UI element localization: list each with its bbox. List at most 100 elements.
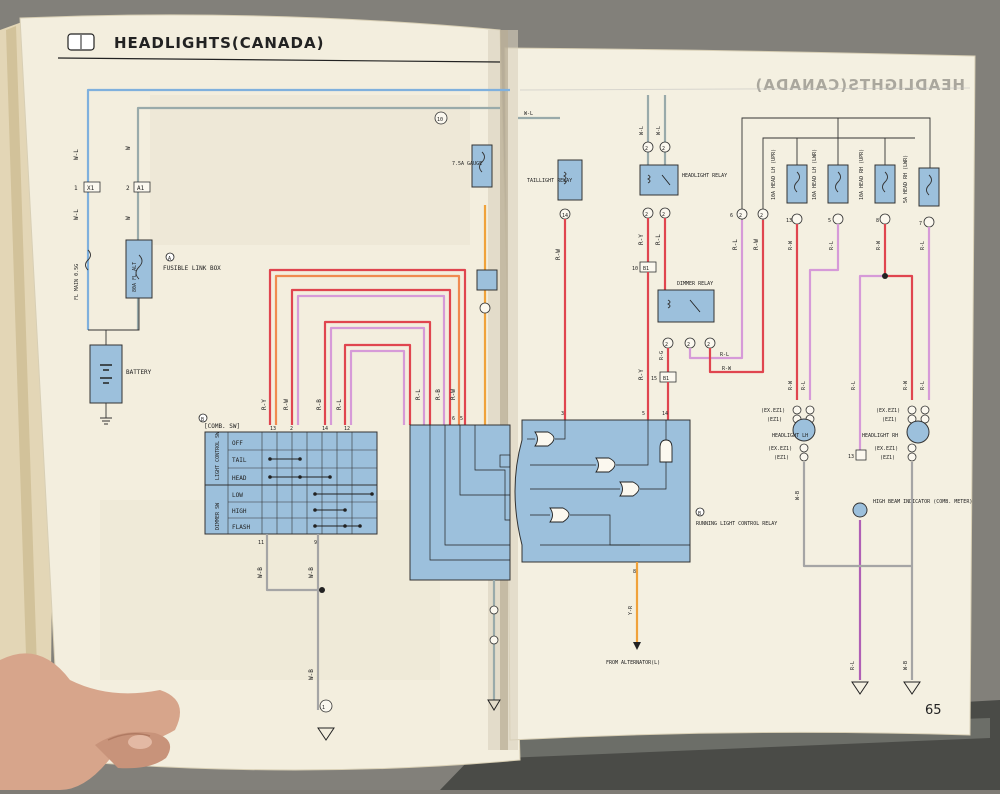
wire-r-y: [268, 268, 467, 425]
dimmer-relay: [657, 289, 715, 323]
svg-text:W-L: W-L: [73, 209, 80, 220]
connector-a1: [133, 181, 151, 193]
svg-text:FLASH: FLASH: [232, 524, 250, 531]
svg-text:R-W: R-W: [753, 239, 760, 250]
svg-text:R-W: R-W: [283, 399, 290, 410]
svg-text:R-Y: R-Y: [638, 369, 645, 380]
taillight-relay-label: TAILLIGHT RELAY: [527, 178, 572, 184]
high-beam-indicator: [852, 502, 868, 518]
headlight-relay-label: HEADLIGHT RELAY: [682, 173, 727, 179]
svg-text:A1: A1: [137, 185, 145, 192]
hand: [0, 653, 180, 790]
svg-text:1: 1: [74, 185, 78, 192]
svg-text:10: 10: [437, 117, 443, 123]
svg-text:15: 15: [651, 376, 657, 382]
svg-text:5: 5: [642, 411, 645, 417]
svg-text:LIGHT CONTROL SW: LIGHT CONTROL SW: [215, 431, 221, 480]
svg-text:5: 5: [828, 218, 831, 224]
svg-text:B1: B1: [643, 266, 649, 272]
svg-text:2: 2: [662, 212, 665, 218]
svg-text:R-L: R-L: [801, 381, 807, 390]
high-beam-label: HIGH BEAM INDICATOR (COMB. METER): [873, 499, 972, 505]
svg-text:TAIL: TAIL: [232, 457, 247, 464]
svg-text:W-L: W-L: [524, 111, 533, 117]
svg-text:FL MAIN 0.5G: FL MAIN 0.5G: [74, 264, 80, 300]
running-light-relay-left: [409, 424, 511, 581]
svg-text:W-L: W-L: [639, 126, 645, 135]
svg-text:R-L: R-L: [720, 352, 729, 358]
svg-text:2: 2: [126, 185, 130, 192]
svg-text:DIMMER SW: DIMMER SW: [215, 502, 221, 530]
svg-text:(EX.EZ1): (EX.EZ1): [768, 446, 792, 452]
svg-text:2: 2: [290, 426, 293, 432]
svg-text:11: 11: [258, 540, 264, 546]
svg-text:2: 2: [665, 342, 668, 348]
svg-text:14: 14: [662, 411, 668, 417]
svg-text:(EZ1): (EZ1): [767, 417, 782, 423]
svg-text:10A HEAD LH (LWR): 10A HEAD LH (LWR): [812, 149, 818, 200]
svg-text:R-W: R-W: [722, 366, 732, 372]
svg-text:R-L: R-L: [850, 661, 856, 670]
wire-w-b-headlights: [802, 462, 914, 680]
headlight-lh-label: HEADLIGHT LH: [772, 433, 808, 439]
svg-text:1: 1: [322, 705, 325, 711]
wire-r-y-headlight: [646, 218, 667, 290]
wire-r-l: [343, 343, 412, 425]
headlight-lh: (EX.EZ1) (EZ1) HEADLIGHT LH (EX.EZ1) (EZ…: [761, 405, 816, 462]
page-title: HEADLIGHTS(CANADA): [57, 33, 501, 63]
connector-b1-indicator: [855, 449, 867, 461]
svg-text:(EZ1): (EZ1): [774, 455, 789, 461]
headlight-rh-label: HEADLIGHT RH: [862, 433, 898, 439]
svg-text:R-L: R-L: [920, 241, 926, 250]
svg-text:2: 2: [645, 146, 648, 152]
svg-text:B1: B1: [663, 376, 669, 382]
svg-text:7: 7: [919, 221, 922, 227]
svg-text:9: 9: [314, 540, 317, 546]
svg-text:R-L: R-L: [655, 234, 662, 245]
wire-r-w-dimmer: [708, 220, 765, 374]
comb-switch: [COMB. SW] B OFF TAIL HEAD LOW HIGH FLAS…: [198, 413, 378, 546]
svg-text:R-L: R-L: [851, 381, 857, 390]
svg-text:14: 14: [322, 426, 328, 432]
headlight-rh: (EX.EZ1) (EZ1) HEADLIGHT RH (EX.EZ1) (EZ…: [862, 405, 930, 462]
svg-text:R-W: R-W: [555, 249, 562, 260]
dimmer-relay-label: DIMMER RELAY: [677, 281, 713, 287]
svg-text:R-Y: R-Y: [638, 234, 645, 245]
svg-text:W: W: [125, 146, 132, 150]
svg-text:W-L: W-L: [73, 149, 80, 160]
wire-w-b-ground: [265, 534, 322, 710]
gauge-fuse: [471, 144, 493, 188]
svg-text:W-B: W-B: [308, 669, 315, 680]
svg-text:(EX.EZ1): (EX.EZ1): [874, 446, 898, 452]
svg-text:W-B: W-B: [308, 567, 315, 578]
from-alternator-label: FROM ALTERNATOR(L): [606, 660, 660, 666]
svg-text:R-W: R-W: [876, 240, 882, 250]
wire-r-b: [323, 320, 432, 425]
wire-r-w-rh: [883, 224, 914, 400]
page-number: 65: [925, 703, 942, 718]
svg-text:(EZ1): (EZ1): [880, 455, 895, 461]
svg-text:R-B: R-B: [435, 389, 442, 400]
taillight-relay: [557, 159, 583, 201]
comb-sw-label: [COMB. SW]: [204, 423, 240, 430]
svg-text:LOW: LOW: [232, 492, 243, 499]
svg-text:R-W: R-W: [450, 389, 457, 400]
svg-text:W-B: W-B: [257, 567, 264, 578]
svg-text:Y-R: Y-R: [628, 605, 634, 615]
svg-text:8: 8: [876, 218, 879, 224]
svg-text:5A HEAD RH (LWR): 5A HEAD RH (LWR): [903, 155, 909, 203]
fusible-link-box: [125, 239, 153, 299]
svg-text:8: 8: [633, 569, 636, 575]
running-light-control-relay: 3 5 14 B RUNNING LIGHT CONTROL RELAY: [514, 411, 777, 563]
svg-text:R-L: R-L: [336, 399, 343, 410]
fusible-link-box-label: FUSIBLE LINK BOX: [163, 265, 221, 272]
svg-text:R-L: R-L: [920, 381, 926, 390]
svg-text:R-W: R-W: [903, 380, 909, 390]
connector-10: [434, 111, 448, 125]
svg-text:(EX.EZ1): (EX.EZ1): [876, 408, 900, 414]
wire-r-l-dimmer: [688, 220, 744, 360]
svg-text:R-L: R-L: [415, 389, 422, 400]
svg-text:5: 5: [460, 416, 463, 422]
